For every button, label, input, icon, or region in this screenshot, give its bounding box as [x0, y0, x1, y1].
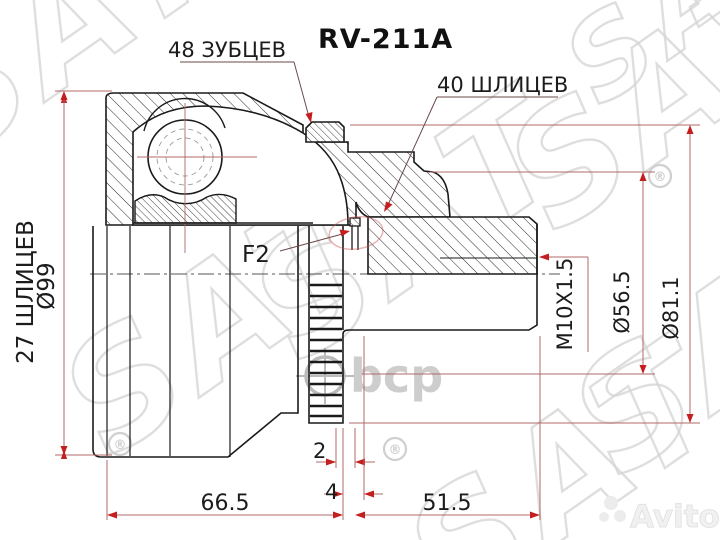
abs-ring-section	[305, 121, 345, 143]
shaft-length-text: 51.5	[423, 491, 472, 516]
registered-mark: ®	[382, 436, 408, 462]
ball-and-races	[133, 97, 361, 253]
groove-width-text: 2	[313, 439, 326, 463]
avito-logo-dot	[614, 510, 626, 522]
leader-outer-splines	[384, 96, 558, 212]
shaft-section	[367, 216, 538, 275]
avito-watermark-text: Avito	[630, 499, 720, 535]
grease-highlight-ellipse	[328, 216, 384, 250]
boot-seat-diameter-text: Ø56.5	[610, 270, 634, 333]
registered-symbol: ®	[114, 438, 127, 453]
outer-splines-label: 40 ШЛИЦЕВ	[437, 73, 568, 97]
thread-spec-text: M10X1.5	[553, 258, 577, 351]
housing-skirt-outline	[92, 226, 299, 458]
housing-length-text: 66.5	[201, 491, 250, 516]
abs-ring-diameter-text: Ø81.1	[659, 276, 683, 339]
grease-code-label: F2	[242, 242, 270, 268]
shaft-hatched	[367, 216, 538, 275]
registered-symbol: ®	[654, 170, 667, 185]
dimensioning	[55, 90, 700, 520]
registered-mark: ®	[647, 163, 673, 189]
snap-ring	[349, 217, 361, 250]
housing-diameter-text: Ø99	[34, 262, 60, 309]
seat-width-text: 4	[325, 480, 338, 504]
dim-housing-diameter	[55, 90, 112, 460]
avito-watermark: Avito	[599, 496, 720, 535]
abcp-watermark-text: bcp	[350, 349, 443, 403]
outer-race-groove	[143, 97, 226, 132]
abs-teeth-label: 48 ЗУБЦЕВ	[168, 38, 286, 62]
inner-race-hatched	[134, 193, 237, 224]
avito-logo-dot	[599, 512, 609, 522]
inner-splines-label: 27 ШЛИЦЕВ	[13, 220, 39, 364]
avito-logo-dot	[604, 496, 618, 510]
dim-boot-seat-diameter	[362, 171, 655, 375]
abs-ring-teeth	[310, 283, 342, 418]
leader-lines	[180, 61, 558, 252]
housing-exterior	[92, 226, 299, 458]
leader-abs-teeth	[180, 61, 313, 123]
abs-ring-exterior	[308, 226, 350, 424]
shaft-bottom-outline	[349, 224, 538, 331]
dim-abs-ring-diameter	[349, 124, 700, 424]
dim-groove-width	[316, 428, 375, 468]
registered-mark: ®	[107, 431, 133, 457]
dim-thread	[539, 253, 589, 352]
leader-grease-code	[279, 216, 384, 252]
registered-symbol: ®	[389, 443, 402, 458]
dim-shaft-length	[355, 336, 541, 520]
shaft-exterior	[349, 224, 538, 331]
part-number-title: RV-211A	[318, 24, 453, 55]
dim-housing-length	[106, 428, 344, 520]
